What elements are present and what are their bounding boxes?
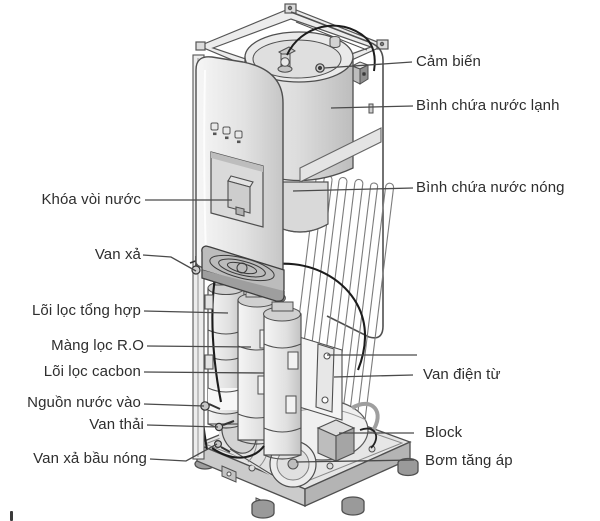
tank-bracket <box>299 127 382 183</box>
tank-cap <box>329 36 341 48</box>
leader-binh-chua-nuoc-nong <box>292 187 414 192</box>
label-nguon-nuoc-vao: Nguồn nước vào <box>27 394 141 411</box>
leader-van-xa-bau-nong <box>149 443 218 462</box>
leader-binh-chua-nuoc-lanh <box>330 105 414 109</box>
leader-van-thai <box>146 424 219 428</box>
control-icons <box>210 122 243 144</box>
label-van-dien-tu: Van điện từ <box>423 366 501 383</box>
drip-tray <box>201 245 285 302</box>
waste-valve-fitting <box>214 420 235 432</box>
leader-cam-bien <box>323 61 413 69</box>
front-panel <box>195 56 284 282</box>
label-loi-loc-tong-hop: Lõi lọc tổng hợp <box>31 302 141 319</box>
label-binh-chua-nuoc-nong: Bình chứa nước nóng <box>416 179 565 196</box>
label-block: Block <box>425 424 463 441</box>
leader-mang-loc-ro <box>146 345 252 348</box>
leader-nguon-nuoc-vao <box>143 403 205 407</box>
label-loi-loc-cacbon: Lõi lọc cacbon <box>43 363 141 380</box>
label-khoa-voi-nuoc: Khóa vòi nước <box>41 191 141 208</box>
compressor-block <box>316 419 356 462</box>
label-van-xa: Van xả <box>94 246 141 263</box>
filter-carbon <box>263 294 302 460</box>
leader-lines <box>142 61 417 463</box>
leader-van-xa <box>142 254 197 272</box>
sensor-cable <box>286 24 376 72</box>
water-inlet-fitting <box>200 401 221 411</box>
feet <box>251 457 419 519</box>
leader-loi-loc-cacbon <box>143 371 265 374</box>
sensor <box>315 63 325 73</box>
compressor-pipe <box>350 401 380 434</box>
leader-loi-loc-tong-hop <box>143 310 229 314</box>
water-tap <box>227 175 254 217</box>
leader-van-dien-tu-lower <box>333 374 414 378</box>
label-mang-loc-ro: Màng lọc R.O <box>51 337 144 354</box>
stray-mark <box>10 511 13 521</box>
label-van-xa-bau-nong: Van xả bầu nóng <box>33 450 147 467</box>
label-bom-tang-ap: Bơm tăng áp <box>425 452 513 469</box>
leader-bom-tang-ap <box>295 459 415 463</box>
label-binh-chua-nuoc-lanh: Bình chứa nước lạnh <box>416 97 560 114</box>
label-van-thai: Van thải <box>89 416 144 433</box>
hot-tank-drain-fitting <box>214 440 231 453</box>
label-cam-bien: Cảm biến <box>416 53 481 70</box>
